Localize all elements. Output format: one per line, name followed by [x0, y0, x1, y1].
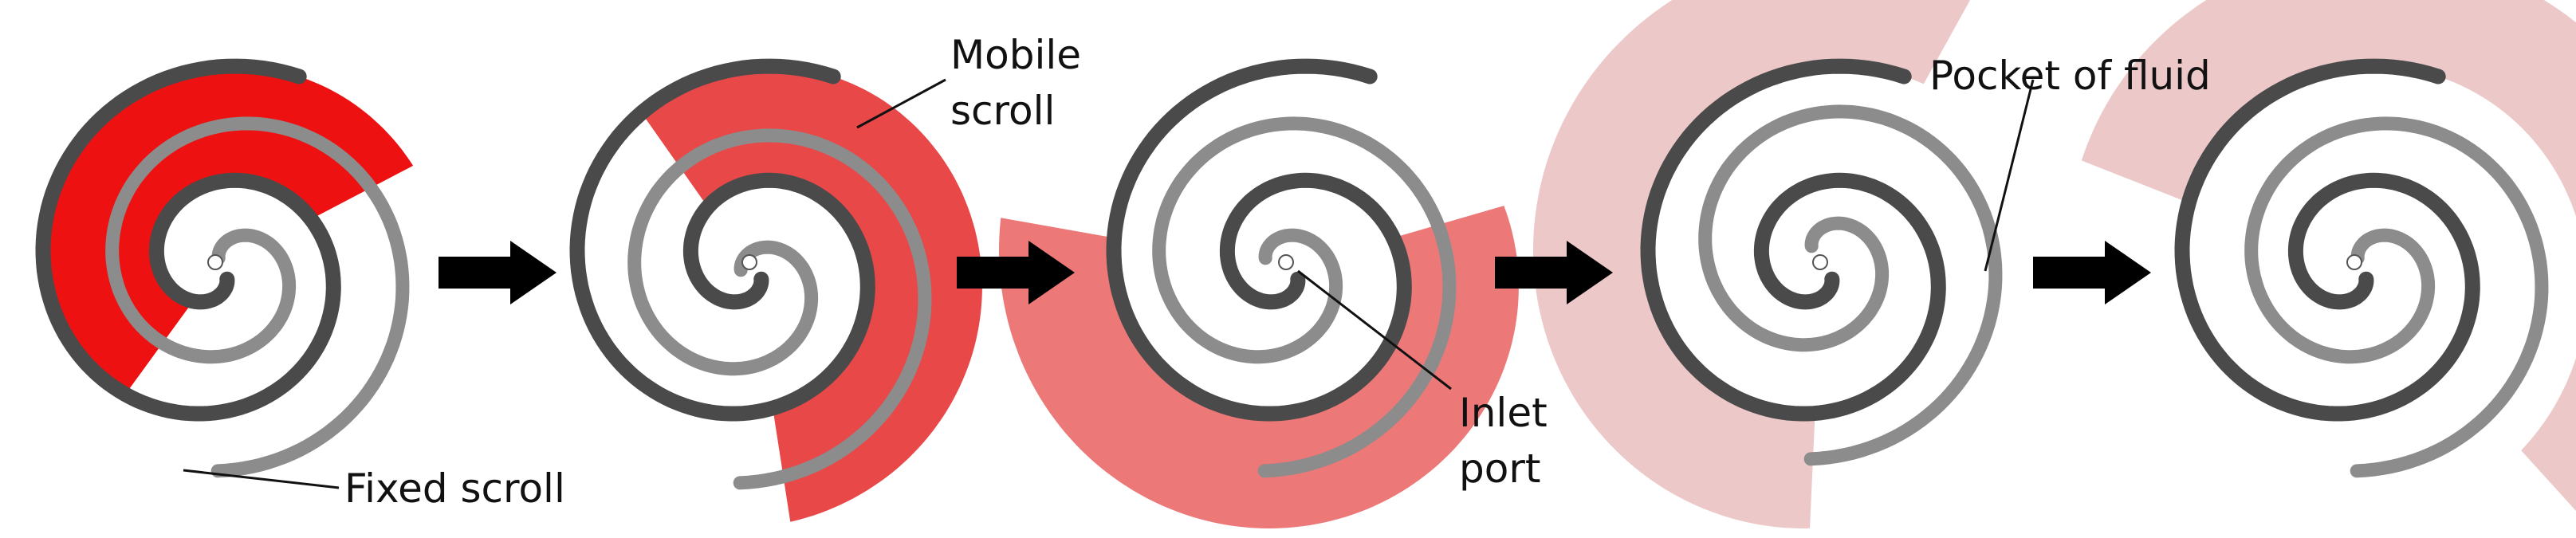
fluid-pocket-5 [2081, 0, 2576, 512]
fixed-scroll-1 [35, 58, 341, 422]
pocket-leader [1984, 79, 2035, 272]
mobile-scroll-1 [105, 116, 410, 478]
fixed-scroll-4 [1640, 58, 1946, 422]
inlet-port-5 [2346, 254, 2362, 270]
mobile-scroll-leader [856, 78, 946, 129]
mobile-scroll-label-line1: Mobile [950, 32, 1081, 78]
arrow-right-icon [2033, 241, 2151, 304]
fixed-scroll-5 [2174, 58, 2480, 422]
stages-layer [35, 0, 2576, 528]
fixed-scroll-3 [1106, 58, 1412, 422]
arrow-right-icon [439, 241, 556, 304]
inlet-port-2 [741, 254, 757, 270]
fluid-pocket-3 [999, 206, 1519, 528]
inlet-port-1 [207, 254, 223, 270]
mobile-scroll-label-line2: scroll [950, 88, 1055, 134]
arrow-right-icon [957, 241, 1075, 304]
pocket-of-fluid-label: Pocket of fluid [1929, 53, 2211, 99]
stage-2 [569, 58, 982, 522]
arrows-layer [439, 241, 2151, 304]
mobile-scroll-3 [1152, 116, 1457, 478]
inlet-port-label-line1: Inlet [1459, 390, 1548, 436]
fluid-pocket-4 [1533, 0, 1971, 528]
stage-1 [35, 58, 414, 478]
inlet-port-3 [1278, 254, 1294, 270]
stage-5 [2081, 0, 2576, 512]
fluid-pocket-2 [641, 66, 982, 522]
fixed-scroll-leader [183, 469, 340, 489]
inlet-port-4 [1812, 254, 1828, 270]
inlet-port-label-line2: port [1459, 446, 1541, 492]
mobile-scroll-2 [627, 128, 932, 490]
fixed-scroll-label: Fixed scroll [344, 465, 565, 512]
arrow-right-icon [1495, 241, 1613, 304]
inlet-port-leader [1297, 269, 1452, 391]
mobile-scroll-5 [2244, 116, 2549, 478]
stage-3 [999, 58, 1519, 528]
stage-4 [1533, 0, 2003, 528]
fixed-scroll-2 [569, 58, 875, 422]
